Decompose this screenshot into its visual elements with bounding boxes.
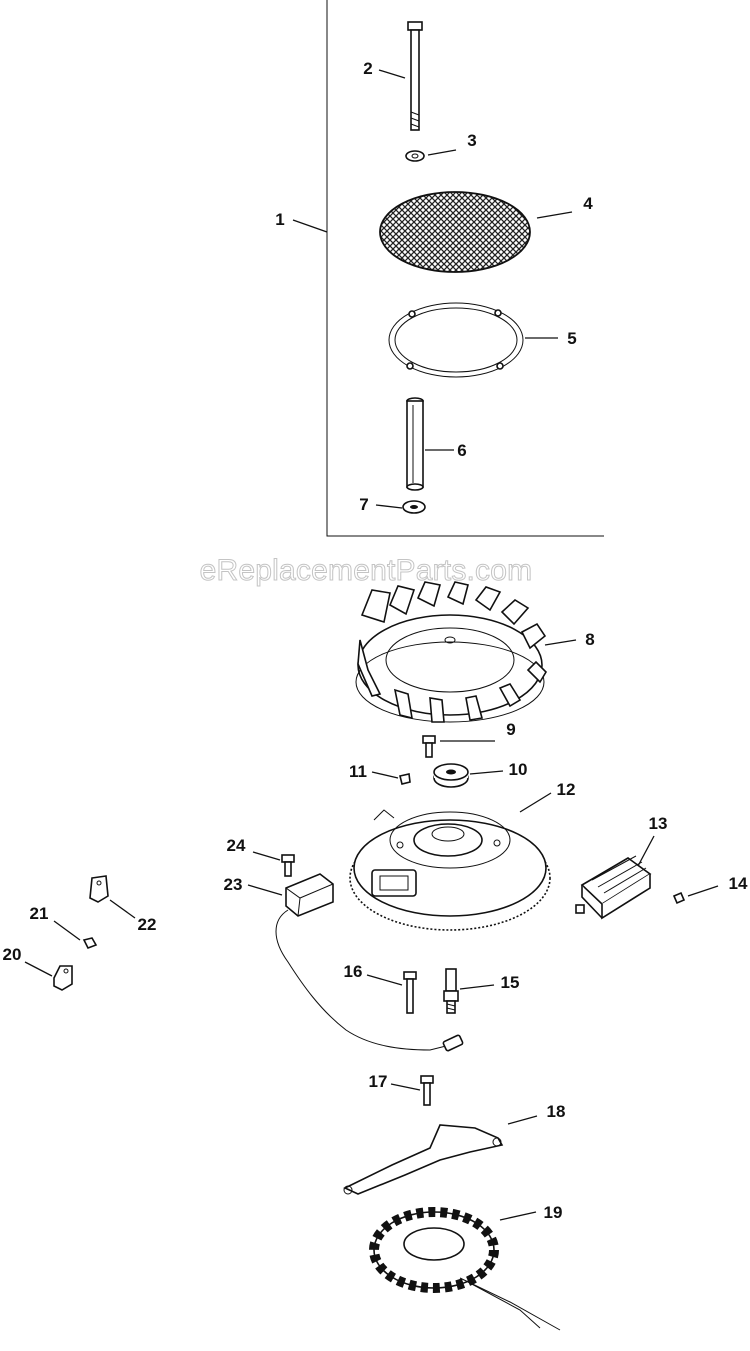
- part-ignition-module: [275, 873, 464, 1052]
- callout-21: 21: [30, 904, 49, 923]
- part-screw-14: [672, 891, 686, 905]
- callout-24: 24: [227, 836, 246, 855]
- part-fan: [355, 581, 548, 723]
- part-screw-24: [281, 854, 295, 877]
- part-spark-plug: [443, 968, 459, 1014]
- callout-16: 16: [344, 962, 363, 981]
- callout-11: 11: [349, 762, 367, 781]
- callout-8: 8: [585, 630, 594, 649]
- callout-18: 18: [547, 1102, 566, 1121]
- callout-10: 10: [509, 760, 528, 779]
- watermark: eReplacementParts.com: [200, 554, 533, 587]
- callout-20: 20: [3, 945, 22, 964]
- callout-2: 2: [363, 59, 372, 78]
- callout-12: 12: [557, 780, 576, 799]
- callout-7: 7: [359, 495, 368, 514]
- part-clamp-20: [53, 965, 73, 991]
- callout-17: 17: [369, 1072, 388, 1091]
- callout-19: 19: [544, 1203, 563, 1222]
- part-clamp-22: [89, 875, 109, 903]
- kit-bracket: [326, 0, 604, 537]
- part-screen: [379, 191, 531, 273]
- callout-5: 5: [567, 329, 576, 348]
- callout-1: 1: [275, 210, 284, 229]
- part-bolt-17: [420, 1075, 434, 1106]
- callout-4: 4: [583, 194, 593, 213]
- callout-9: 9: [506, 720, 515, 739]
- callout-14: 14: [729, 874, 748, 893]
- part-bolt-16: [403, 971, 417, 1014]
- part-nut: [82, 937, 98, 950]
- part-flywheel: [349, 809, 551, 931]
- part-washer-small: [405, 150, 425, 162]
- callout-23: 23: [224, 875, 243, 894]
- callout-13: 13: [649, 814, 668, 833]
- part-key: [399, 773, 411, 785]
- callouts: 1 2 3 4 5 6 7 8 9 10 11 12 13 14 15 16 1…: [3, 59, 748, 1222]
- callout-6: 6: [457, 441, 466, 460]
- part-bolt-long: [407, 21, 423, 131]
- part-spacer-10: [433, 763, 469, 788]
- part-stator: [369, 1207, 561, 1331]
- part-rectifier: [575, 855, 652, 920]
- part-bracket: [343, 1124, 504, 1195]
- leader-lines: [24, 69, 719, 1221]
- part-washer-7: [402, 500, 426, 514]
- part-spacer: [406, 397, 424, 491]
- callout-22: 22: [138, 915, 157, 934]
- part-screw-9: [422, 735, 436, 758]
- callout-15: 15: [501, 973, 520, 992]
- part-ring: [388, 302, 524, 378]
- callout-3: 3: [467, 131, 476, 150]
